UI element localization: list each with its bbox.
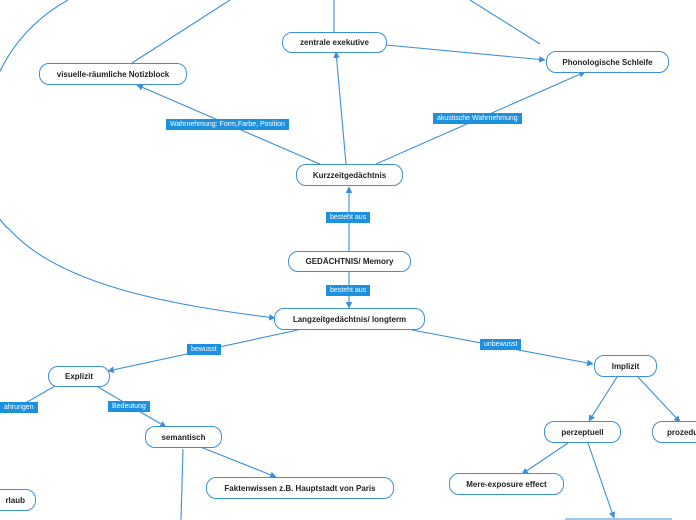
edge-top-1 <box>131 0 231 64</box>
label-besteht-aus-1: besteht aus <box>326 212 371 223</box>
edge-kurz-zentrale <box>333 51 347 165</box>
label-unbewusst: unbewusst <box>480 339 522 350</box>
node-kurzzeitgedaechtnis[interactable]: Kurzzeitgedächtnis <box>296 164 403 186</box>
node-langzeitgedaechtnis[interactable]: Langzeitgedächtnis/ longterm <box>274 308 425 330</box>
label-wahrnehmung: Wahrnehmung: Form,Farbe, Position <box>166 119 289 130</box>
edge-big-arc <box>0 0 276 321</box>
label-bedeutung: Bedeutung <box>108 401 150 412</box>
node-visuelle-notizblock[interactable]: visuelle-räumliche Notizblock <box>39 63 187 85</box>
edge-perzeptuell-mere <box>521 442 569 475</box>
edge-semantisch-fakten <box>197 445 277 478</box>
edge-semantisch-down <box>180 448 184 520</box>
label-besteht-aus-2: besteht aus <box>326 285 371 296</box>
node-implizit[interactable]: Implizit <box>594 355 657 377</box>
label-bewusst: bewusst <box>187 344 221 355</box>
node-zentrale-exekutive[interactable]: zentrale exekutive <box>282 32 387 53</box>
node-urlaub[interactable]: rlaub <box>0 489 36 511</box>
node-semantisch[interactable]: semantisch <box>145 426 222 448</box>
label-akustisch: akustische Wahrnehmung <box>433 113 522 124</box>
node-faktenwissen[interactable]: Faktenwissen z.B. Hauptstadt von Paris <box>206 477 394 499</box>
node-explizit[interactable]: Explizit <box>48 366 110 387</box>
node-mere-exposure[interactable]: Mere-exposure effect <box>449 473 564 495</box>
edge-implizit-perzeptuell <box>588 376 618 422</box>
node-prozedural[interactable]: prozedu <box>652 421 696 443</box>
node-perzeptuell[interactable]: perzeptuell <box>544 421 621 443</box>
edge-zentrale-phono <box>385 44 546 63</box>
node-gedaechtnis-memory[interactable]: GEDÄCHTNIS/ Memory <box>288 251 411 272</box>
edge-implizit-prozedural <box>637 376 681 423</box>
edge-top-3 <box>469 0 541 45</box>
edge-explizit-erfahrungen <box>21 385 56 406</box>
node-phonologische-schleife[interactable]: Phonologische Schleife <box>546 51 669 73</box>
label-erfahrungen: ahrungen <box>0 402 38 413</box>
edge-perzeptuell-down <box>587 442 616 519</box>
